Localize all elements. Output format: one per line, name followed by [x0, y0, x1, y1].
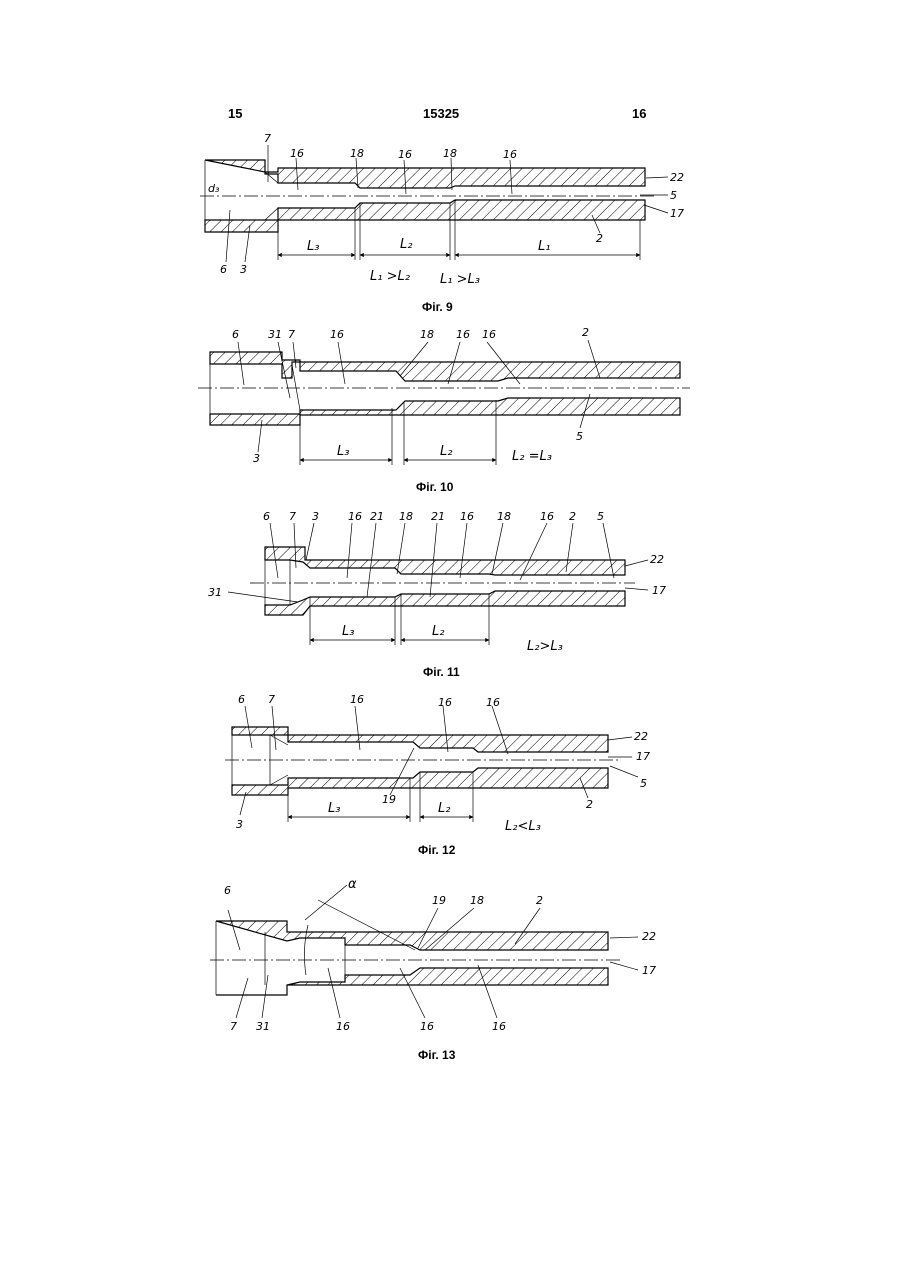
label-6: 6 [238, 693, 245, 706]
label-31: 31 [208, 586, 222, 599]
label-2: 2 [596, 232, 603, 245]
relation-L2-L3: L₂>L₃ [527, 639, 563, 654]
label-5: 5 [670, 189, 677, 202]
label-16: 16 [456, 328, 470, 341]
label-16: 16 [486, 696, 500, 709]
figure-12-caption: Фіг. 12 [418, 843, 455, 857]
label-6: 6 [224, 884, 231, 897]
figure-10-drawing: 6 31 7 16 18 16 16 2 5 3 L₃ L₂ L₂ =L₃ [0, 320, 901, 470]
label-7: 7 [289, 510, 296, 523]
label-alpha: α [348, 877, 357, 892]
label-5: 5 [576, 430, 583, 443]
label-7: 7 [264, 132, 271, 145]
label-L3: L₃ [342, 624, 354, 639]
label-L2: L₂ [400, 237, 412, 252]
relation-L1-L3: L₁ >L₃ [440, 272, 480, 287]
label-3: 3 [236, 818, 243, 831]
label-16: 16 [330, 328, 344, 341]
figure-12-drawing: 6 7 16 16 16 22 17 5 2 3 19 L₃ L₂ L₂<L₃ [0, 685, 901, 845]
label-d3: d₃ [208, 182, 220, 195]
label-18: 18 [399, 510, 413, 523]
label-7: 7 [268, 693, 275, 706]
label-5: 5 [640, 777, 647, 790]
figure-11-caption: Фіг. 11 [423, 665, 460, 679]
figure-10-caption: Фіг. 10 [416, 480, 453, 494]
label-2: 2 [536, 894, 543, 907]
label-17: 17 [670, 207, 684, 220]
label-17: 17 [642, 964, 656, 977]
label-18: 18 [470, 894, 484, 907]
label-16: 16 [398, 148, 412, 161]
label-22: 22 [634, 730, 648, 743]
label-6: 6 [232, 328, 239, 341]
label-L2: L₂ [438, 801, 450, 816]
label-16: 16 [420, 1020, 434, 1033]
figure-11-drawing: 6 7 3 16 21 18 21 16 18 16 2 5 22 17 31 … [0, 505, 901, 655]
label-18: 18 [497, 510, 511, 523]
label-21: 21 [431, 510, 445, 523]
label-7: 7 [230, 1020, 237, 1033]
figure-13-drawing: 6 α 19 18 2 22 17 7 31 16 16 16 [0, 870, 901, 1030]
label-16: 16 [492, 1020, 506, 1033]
patent-number: 15325 [423, 106, 459, 121]
label-6: 6 [220, 263, 227, 276]
label-21: 21 [370, 510, 384, 523]
label-19: 19 [382, 793, 396, 806]
label-16: 16 [350, 693, 364, 706]
label-22: 22 [650, 553, 664, 566]
label-3: 3 [253, 452, 260, 465]
relation-L1-L2: L₁ >L₂ [370, 269, 410, 284]
label-22: 22 [670, 171, 684, 184]
label-L3: L₃ [337, 444, 349, 459]
label-6: 6 [263, 510, 270, 523]
label-19: 19 [432, 894, 446, 907]
figure-9-drawing: d₃ 7 16 18 16 18 16 22 5 17 2 6 3 L₃ L₂ … [0, 140, 901, 300]
label-16: 16 [460, 510, 474, 523]
label-17: 17 [652, 584, 666, 597]
label-16: 16 [540, 510, 554, 523]
label-17: 17 [636, 750, 650, 763]
label-L3: L₃ [307, 239, 319, 254]
label-16: 16 [348, 510, 362, 523]
label-16: 16 [438, 696, 452, 709]
label-3: 3 [312, 510, 319, 523]
label-16: 16 [482, 328, 496, 341]
label-31: 31 [268, 328, 282, 341]
label-L1: L₁ [538, 239, 550, 254]
label-18: 18 [443, 147, 457, 160]
label-18: 18 [350, 147, 364, 160]
label-16: 16 [503, 148, 517, 161]
label-2: 2 [586, 798, 593, 811]
label-16: 16 [336, 1020, 350, 1033]
label-7: 7 [288, 328, 295, 341]
label-16: 16 [290, 147, 304, 160]
label-31: 31 [256, 1020, 270, 1033]
label-L2: L₂ [432, 624, 444, 639]
label-22: 22 [642, 930, 656, 943]
figure-9-caption: Фіг. 9 [422, 300, 453, 314]
figure-13-caption: Фіг. 13 [418, 1048, 455, 1062]
label-L2: L₂ [440, 444, 452, 459]
label-18: 18 [420, 328, 434, 341]
label-L3: L₃ [328, 801, 340, 816]
label-3: 3 [240, 263, 247, 276]
page-number-left: 15 [228, 106, 242, 121]
label-5: 5 [597, 510, 604, 523]
label-2: 2 [569, 510, 576, 523]
label-2: 2 [582, 326, 589, 339]
relation-L2-L3: L₂<L₃ [505, 819, 541, 834]
page-number-right: 16 [632, 106, 646, 121]
relation-L2-L3: L₂ =L₃ [512, 449, 552, 464]
